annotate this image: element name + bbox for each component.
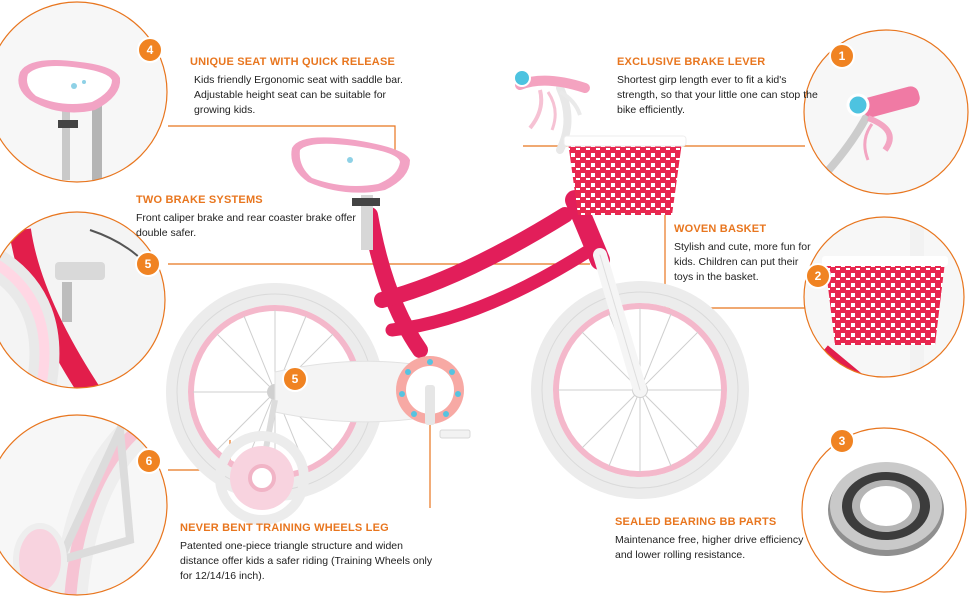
svg-text:5: 5: [145, 257, 152, 271]
feature-bearing-description: Maintenance free, higher drive efficienc…: [615, 534, 804, 561]
feature-bearing: SEALED BEARING BB PARTS Maintenance free…: [615, 516, 815, 563]
feature-basket: WOVEN BASKET Stylish and cute, more fun …: [674, 223, 820, 285]
feature-brake-systems-title: TWO BRAKE SYSTEMS: [136, 194, 263, 206]
svg-text:2: 2: [815, 269, 822, 283]
feature-training-wheels-description: Patented one-piece triangle structure an…: [180, 540, 433, 582]
svg-text:3: 3: [839, 434, 846, 448]
feature-brake-lever: EXCLUSIVE BRAKE LEVER Shortest girp leng…: [617, 56, 825, 118]
feature-brake-systems: TWO BRAKE SYSTEMS Front caliper brake an…: [136, 194, 358, 241]
feature-basket-description: Stylish and cute, more fun for kids. Chi…: [674, 241, 811, 283]
feature-seat: UNIQUE SEAT WITH QUICK RELEASE Kids frie…: [190, 56, 415, 118]
training-wheel: [215, 399, 309, 525]
feature-seat-title: UNIQUE SEAT WITH QUICK RELEASE: [190, 56, 396, 68]
feature-brake-lever-description: Shortest girp length ever to fit a kid's…: [617, 74, 818, 116]
handlebar: [513, 69, 590, 131]
feature-brake-lever-title: EXCLUSIVE BRAKE LEVER: [617, 56, 766, 68]
badge-3: 3: [829, 428, 855, 454]
svg-text:4: 4: [147, 43, 154, 57]
chain-guard: [274, 356, 471, 439]
feature-training-wheels: NEVER BENT TRAINING WHEELS LEG Patented …: [180, 522, 440, 584]
feature-bearing-title: SEALED BEARING BB PARTS: [615, 516, 777, 528]
badge-5-center: 5: [282, 366, 308, 392]
badge-1: 1: [829, 43, 855, 69]
frame: [362, 84, 647, 397]
seat-inset: [0, 1, 168, 183]
badges: 4 1 5 2 6 3 5: [135, 37, 855, 474]
brake-lever-inset: [803, 29, 969, 195]
seat: [291, 137, 410, 250]
bicycle: [166, 69, 749, 525]
svg-text:1: 1: [839, 49, 846, 63]
feature-brake-systems-description: Front caliper brake and rear coaster bra…: [136, 212, 356, 239]
badge-2: 2: [805, 263, 831, 289]
brake-inset: [0, 211, 166, 389]
feature-seat-description: Kids friendly Ergonomic seat with saddle…: [194, 74, 403, 116]
svg-text:6: 6: [146, 454, 153, 468]
training-wheel-inset: [0, 414, 168, 596]
badge-4: 4: [137, 37, 163, 63]
feature-training-wheels-title: NEVER BENT TRAINING WHEELS LEG: [180, 522, 389, 534]
svg-text:5: 5: [292, 372, 299, 386]
basket-inset: [803, 216, 965, 378]
badge-6: 6: [136, 448, 162, 474]
front-basket: [563, 135, 687, 215]
badge-5-left: 5: [135, 251, 161, 277]
bearing-inset: [801, 427, 967, 593]
feature-basket-title: WOVEN BASKET: [674, 223, 767, 235]
